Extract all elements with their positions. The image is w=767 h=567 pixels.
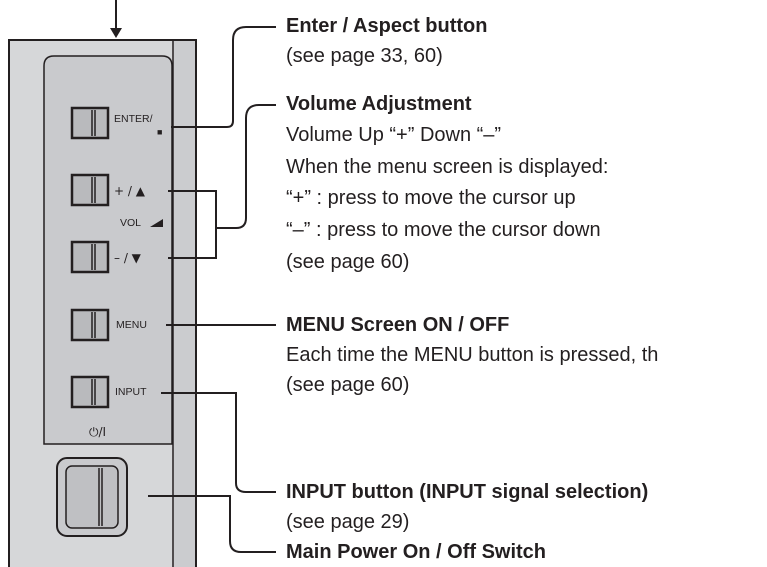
device-side-strip [174,41,195,567]
menu-label: MENU [116,319,147,331]
input-button[interactable] [70,375,110,409]
callout-power-title: Main Power On / Off Switch [286,541,547,563]
callout-enter-line: (see page 33, 60) [286,45,443,67]
input-label: INPUT [115,386,147,398]
callout-volume-line: (see page 60) [286,251,410,273]
leader-power [148,495,276,553]
callout-volume-line: Volume Up “+” Down “–” [286,124,502,146]
volume-down-button[interactable] [70,240,110,274]
volume-label: VOL [120,217,142,229]
enter-symbol-icon: ■ [157,127,163,137]
menu-button[interactable] [70,308,110,342]
callout-volume-line: “–” : press to move the cursor down [286,219,601,241]
callout-menu-line: (see page 60) [286,374,410,396]
volume-down-label: – / ▼ [114,251,141,265]
callout-volume-title: Volume Adjustment [286,93,472,115]
callout-input-title: INPUT button (INPUT signal selection) [286,481,649,503]
callout-volume-line: When the menu screen is displayed: [286,156,609,178]
callout-menu-title: MENU Screen ON / OFF [286,314,510,336]
callout-enter-title: Enter / Aspect button [286,15,488,37]
volume-up-label: + / ▲ [114,184,145,198]
power-switch[interactable] [56,457,128,537]
leader-enter [171,26,276,128]
leader-volume [168,104,276,259]
volume-up-button[interactable] [70,173,110,207]
volume-wedge-icon [150,219,163,227]
enter-button[interactable] [70,106,110,140]
callout-menu-line: Each time the MENU button is pressed, th [286,344,659,366]
power-symbol-icon: ⏻/I [89,425,107,439]
callout-input-line: (see page 29) [286,511,410,533]
enter-label: ENTER/ [114,113,153,125]
top-arrow-head [110,28,122,38]
callout-volume-line: “+” : press to move the cursor up [286,187,576,209]
leader-input [161,392,276,493]
